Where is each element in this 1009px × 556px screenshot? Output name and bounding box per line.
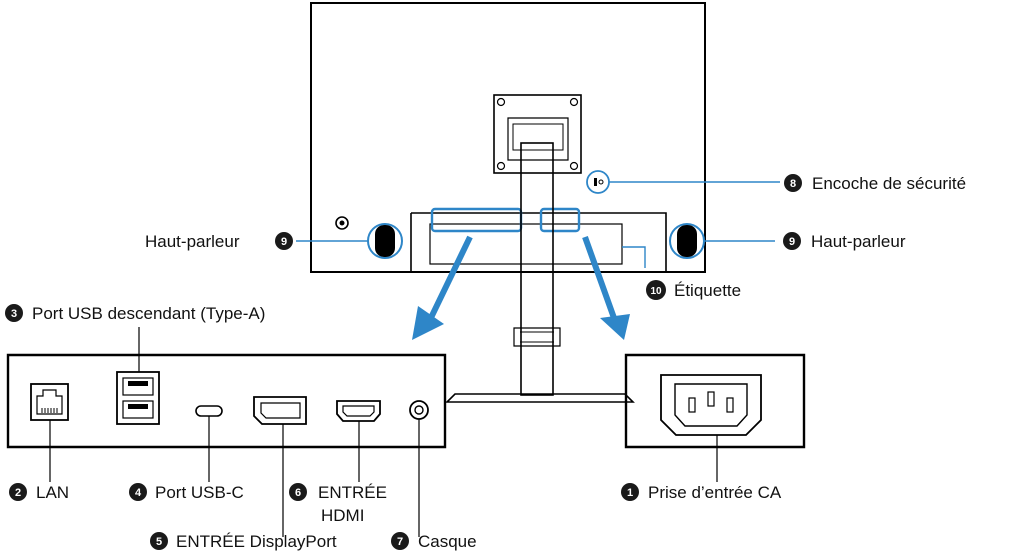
badge-9-right <box>783 232 801 250</box>
badge-5 <box>150 532 168 550</box>
badge-9-right-number: 9 <box>789 236 795 248</box>
vesa-screw <box>569 161 579 171</box>
power-button-icon <box>335 216 349 230</box>
callout-7: 7 Casque <box>391 532 477 551</box>
badge-8-number: 8 <box>790 178 796 190</box>
callout-9-right-label: Haut-parleur <box>811 232 906 251</box>
badge-1 <box>621 483 639 501</box>
lan-port-icon <box>30 383 69 421</box>
callout-9-left-label: Haut-parleur <box>145 232 240 251</box>
callout-9-right: 9 Haut-parleur <box>783 232 906 251</box>
headphone-jack-inner <box>414 405 424 415</box>
badge-3-number: 3 <box>11 308 17 320</box>
leader-lines <box>49 181 780 537</box>
callout-8: 8 Encoche de sécurité <box>784 174 966 193</box>
arrow-left-head <box>412 306 444 340</box>
stand-neck <box>520 142 554 396</box>
port-bay <box>410 212 667 272</box>
port-panel-outline <box>6 353 447 449</box>
callout-6-label-line2: HDMI <box>321 506 364 525</box>
badge-9-left <box>275 232 293 250</box>
badge-6 <box>289 483 307 501</box>
right-ac-panel <box>624 353 806 449</box>
callout-7-label: Casque <box>418 532 477 551</box>
badge-2-number: 2 <box>15 487 21 499</box>
callout-1: 1 Prise d’entrée CA <box>621 483 782 502</box>
usb-c-port-icon <box>195 405 223 417</box>
displayport-icon <box>253 396 307 425</box>
callout-4-label: Port USB-C <box>155 483 244 502</box>
ac-inlet-icon <box>660 374 762 436</box>
cable-clip-detail <box>520 331 554 343</box>
callout-3-label: Port USB descendant (Type-A) <box>32 304 265 323</box>
badge-3 <box>5 304 23 322</box>
callout-6-label-line1: ENTRÉE <box>318 483 387 502</box>
badge-4 <box>129 483 147 501</box>
badge-1-number: 1 <box>627 487 633 499</box>
callout-6: 6 ENTRÉE HDMI <box>289 483 387 525</box>
badge-5-number: 5 <box>156 536 162 548</box>
callout-2-label: LAN <box>36 483 69 502</box>
badge-7 <box>391 532 409 550</box>
callout-10-label: Étiquette <box>674 281 741 300</box>
speaker-left <box>375 225 395 257</box>
ac-panel-outline <box>624 353 806 449</box>
monitor-back <box>310 2 706 403</box>
callout-5-label: ENTRÉE DisplayPort <box>176 532 337 551</box>
left-port-panel <box>6 353 447 449</box>
callout-1-label: Prise d’entrée CA <box>648 483 782 502</box>
callout-4: 4 Port USB-C <box>129 483 244 502</box>
callout-9-left: Haut-parleur 9 <box>145 232 293 251</box>
badge-8 <box>784 174 802 192</box>
security-slot-icon <box>594 178 597 186</box>
arrow-right-shaft <box>582 235 617 320</box>
stand-bracket <box>507 117 569 161</box>
callout-3: 3 Port USB descendant (Type-A) <box>5 304 265 323</box>
label-area <box>429 223 623 265</box>
badge-10-number: 10 <box>650 286 662 297</box>
badge-4-number: 4 <box>135 487 142 499</box>
zoom-arrows <box>412 235 630 340</box>
vesa-mount-plate <box>493 94 582 174</box>
hdmi-port-icon <box>336 400 381 422</box>
speaker-right <box>677 225 697 257</box>
vesa-screw <box>569 97 579 107</box>
security-slot-lock-icon <box>598 179 604 185</box>
usb-a-ports-icon <box>116 371 160 425</box>
badge-2 <box>9 483 27 501</box>
stand-bracket-inner <box>512 123 564 151</box>
badge-10 <box>646 280 666 300</box>
power-button-dot <box>339 220 345 226</box>
ports-group-right-highlight <box>539 207 581 233</box>
callout-8-label: Encoche de sécurité <box>812 174 966 193</box>
callout-10: 10 Étiquette <box>646 280 741 300</box>
vesa-screw <box>496 161 506 171</box>
cable-clip <box>513 327 561 347</box>
stand-base <box>445 393 635 403</box>
badge-9-left-number: 9 <box>281 236 287 248</box>
arrow-right-head <box>600 314 630 340</box>
vesa-screw <box>496 97 506 107</box>
arrow-left-shaft <box>424 235 473 328</box>
callout-5: 5 ENTRÉE DisplayPort <box>150 532 337 551</box>
badge-7-number: 7 <box>397 536 403 548</box>
badge-6-number: 6 <box>295 487 301 499</box>
callout-2: 2 LAN <box>9 483 69 502</box>
headphone-jack-icon <box>409 400 429 420</box>
